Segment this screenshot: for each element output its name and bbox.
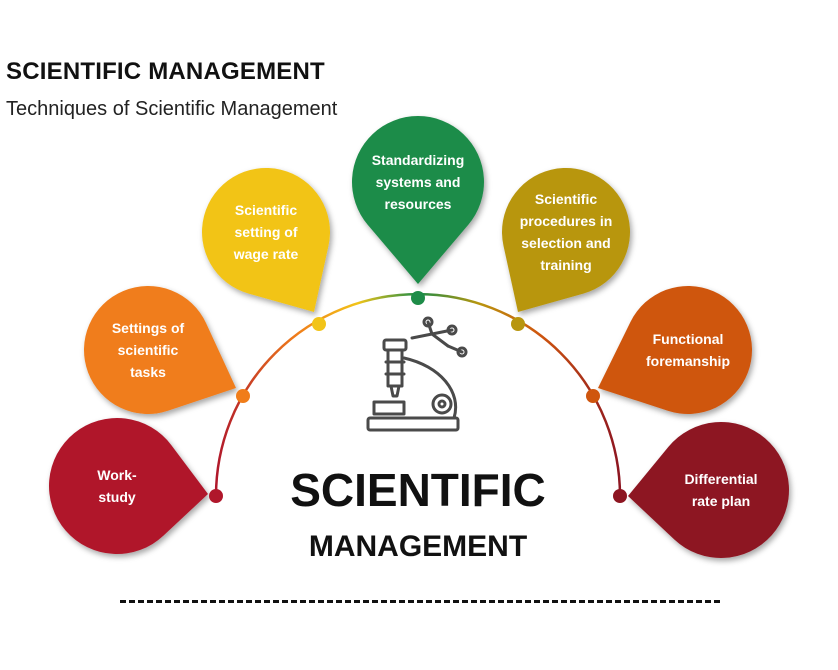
arc-connector-dot [209,489,223,503]
nodes-layer: Work-study Settings of scientific tasks Scie… [49,116,789,558]
technique-label-line: Work- [97,467,137,483]
technique-node-2: Settings of scientific tasks [84,285,250,414]
technique-label-line: foremanship [646,353,730,369]
technique-teardrop [501,168,630,312]
technique-node-4: Standardizing systems and resources [352,116,484,305]
technique-label-line: rate plan [692,493,750,509]
technique-label-line: Settings of [112,320,185,336]
technique-label-line: setting of [235,224,298,240]
technique-label-line: Functional [653,331,724,347]
arc-connector-dot [236,389,250,403]
technique-teardrop [598,285,753,414]
arc-connector-dot [613,489,627,503]
technique-label-line: tasks [130,364,166,380]
arc-connector-dot [411,291,425,305]
technique-label-line: selection and [521,235,610,251]
technique-label-line: study [98,489,136,505]
technique-label-line: resources [385,196,452,212]
technique-label-line: procedures in [520,213,613,229]
technique-node-5: Scientific procedures in selection and trai… [501,168,630,331]
center-title-line1: SCIENTIFIC [290,464,546,516]
center-title-line2: MANAGEMENT [309,530,527,563]
technique-label-line: scientific [118,342,179,358]
dashed-divider [120,600,720,603]
arc-connector-dot [586,389,600,403]
technique-node-1: Work-study [49,418,223,555]
technique-node-3: Scientific setting of wage rate [202,168,331,331]
technique-label-line: wage rate [233,246,299,262]
microscope-icon [366,316,468,432]
technique-teardrop [628,421,789,558]
page-title: SCIENTIFIC MANAGEMENT [6,58,325,85]
technique-label-line: Standardizing [372,152,465,168]
technique-label-line: training [540,257,591,273]
technique-teardrop [49,418,208,555]
page-subtitle: Techniques of Scientific Management [6,98,338,120]
technique-label-line: Scientific [535,191,597,207]
technique-node-6: Functional foremanship [586,285,753,414]
technique-teardrop [352,116,484,285]
technique-node-7: Differential rate plan [613,421,789,558]
technique-label-line: Differential [684,471,757,487]
technique-teardrop [202,168,331,312]
technique-label-line: systems and [376,174,461,190]
technique-label-line: Scientific [235,202,297,218]
arc-connector-dot [511,317,525,331]
arc-connector-dot [312,317,326,331]
technique-teardrop [84,285,236,414]
